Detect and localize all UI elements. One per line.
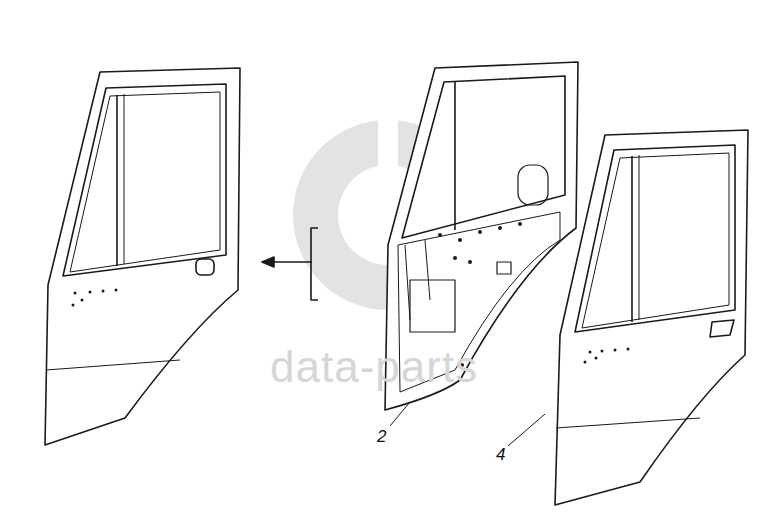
callout-number: 2 xyxy=(377,428,386,445)
callout-number: 4 xyxy=(496,446,505,463)
watermark-text: data-parts xyxy=(270,345,478,389)
